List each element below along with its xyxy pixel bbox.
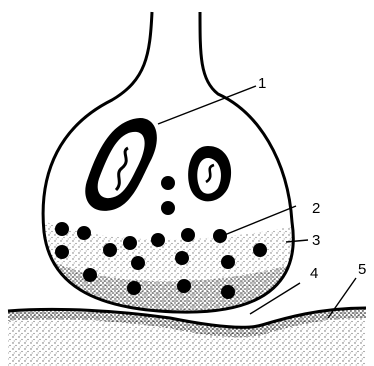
callout-label-2: 2 — [312, 200, 320, 217]
vesicle — [127, 281, 141, 295]
callout-label-1: 1 — [258, 75, 266, 92]
mitochondrion-small — [188, 146, 231, 201]
vesicle — [123, 236, 137, 250]
vesicle — [103, 243, 117, 257]
vesicle — [181, 228, 195, 242]
vesicle — [221, 285, 235, 299]
callout-label-5: 5 — [358, 261, 366, 278]
vesicle — [161, 176, 175, 190]
vesicle — [55, 245, 69, 259]
callout-label-3: 3 — [312, 232, 320, 249]
vesicle — [253, 243, 267, 257]
vesicle — [83, 268, 97, 282]
vesicle — [221, 255, 235, 269]
vesicle — [131, 256, 145, 270]
vesicle — [161, 201, 175, 215]
vesicle — [55, 222, 69, 236]
vesicle — [175, 251, 189, 265]
presynaptic-terminal — [30, 12, 300, 330]
vesicle — [213, 229, 227, 243]
vesicle — [151, 233, 165, 247]
vesicle — [77, 226, 91, 240]
callout-label-4: 4 — [310, 265, 318, 282]
vesicle — [177, 279, 191, 293]
postsynaptic-membrane — [8, 308, 366, 366]
mitochondrion-large — [85, 118, 157, 211]
leader-line-1 — [158, 86, 256, 124]
